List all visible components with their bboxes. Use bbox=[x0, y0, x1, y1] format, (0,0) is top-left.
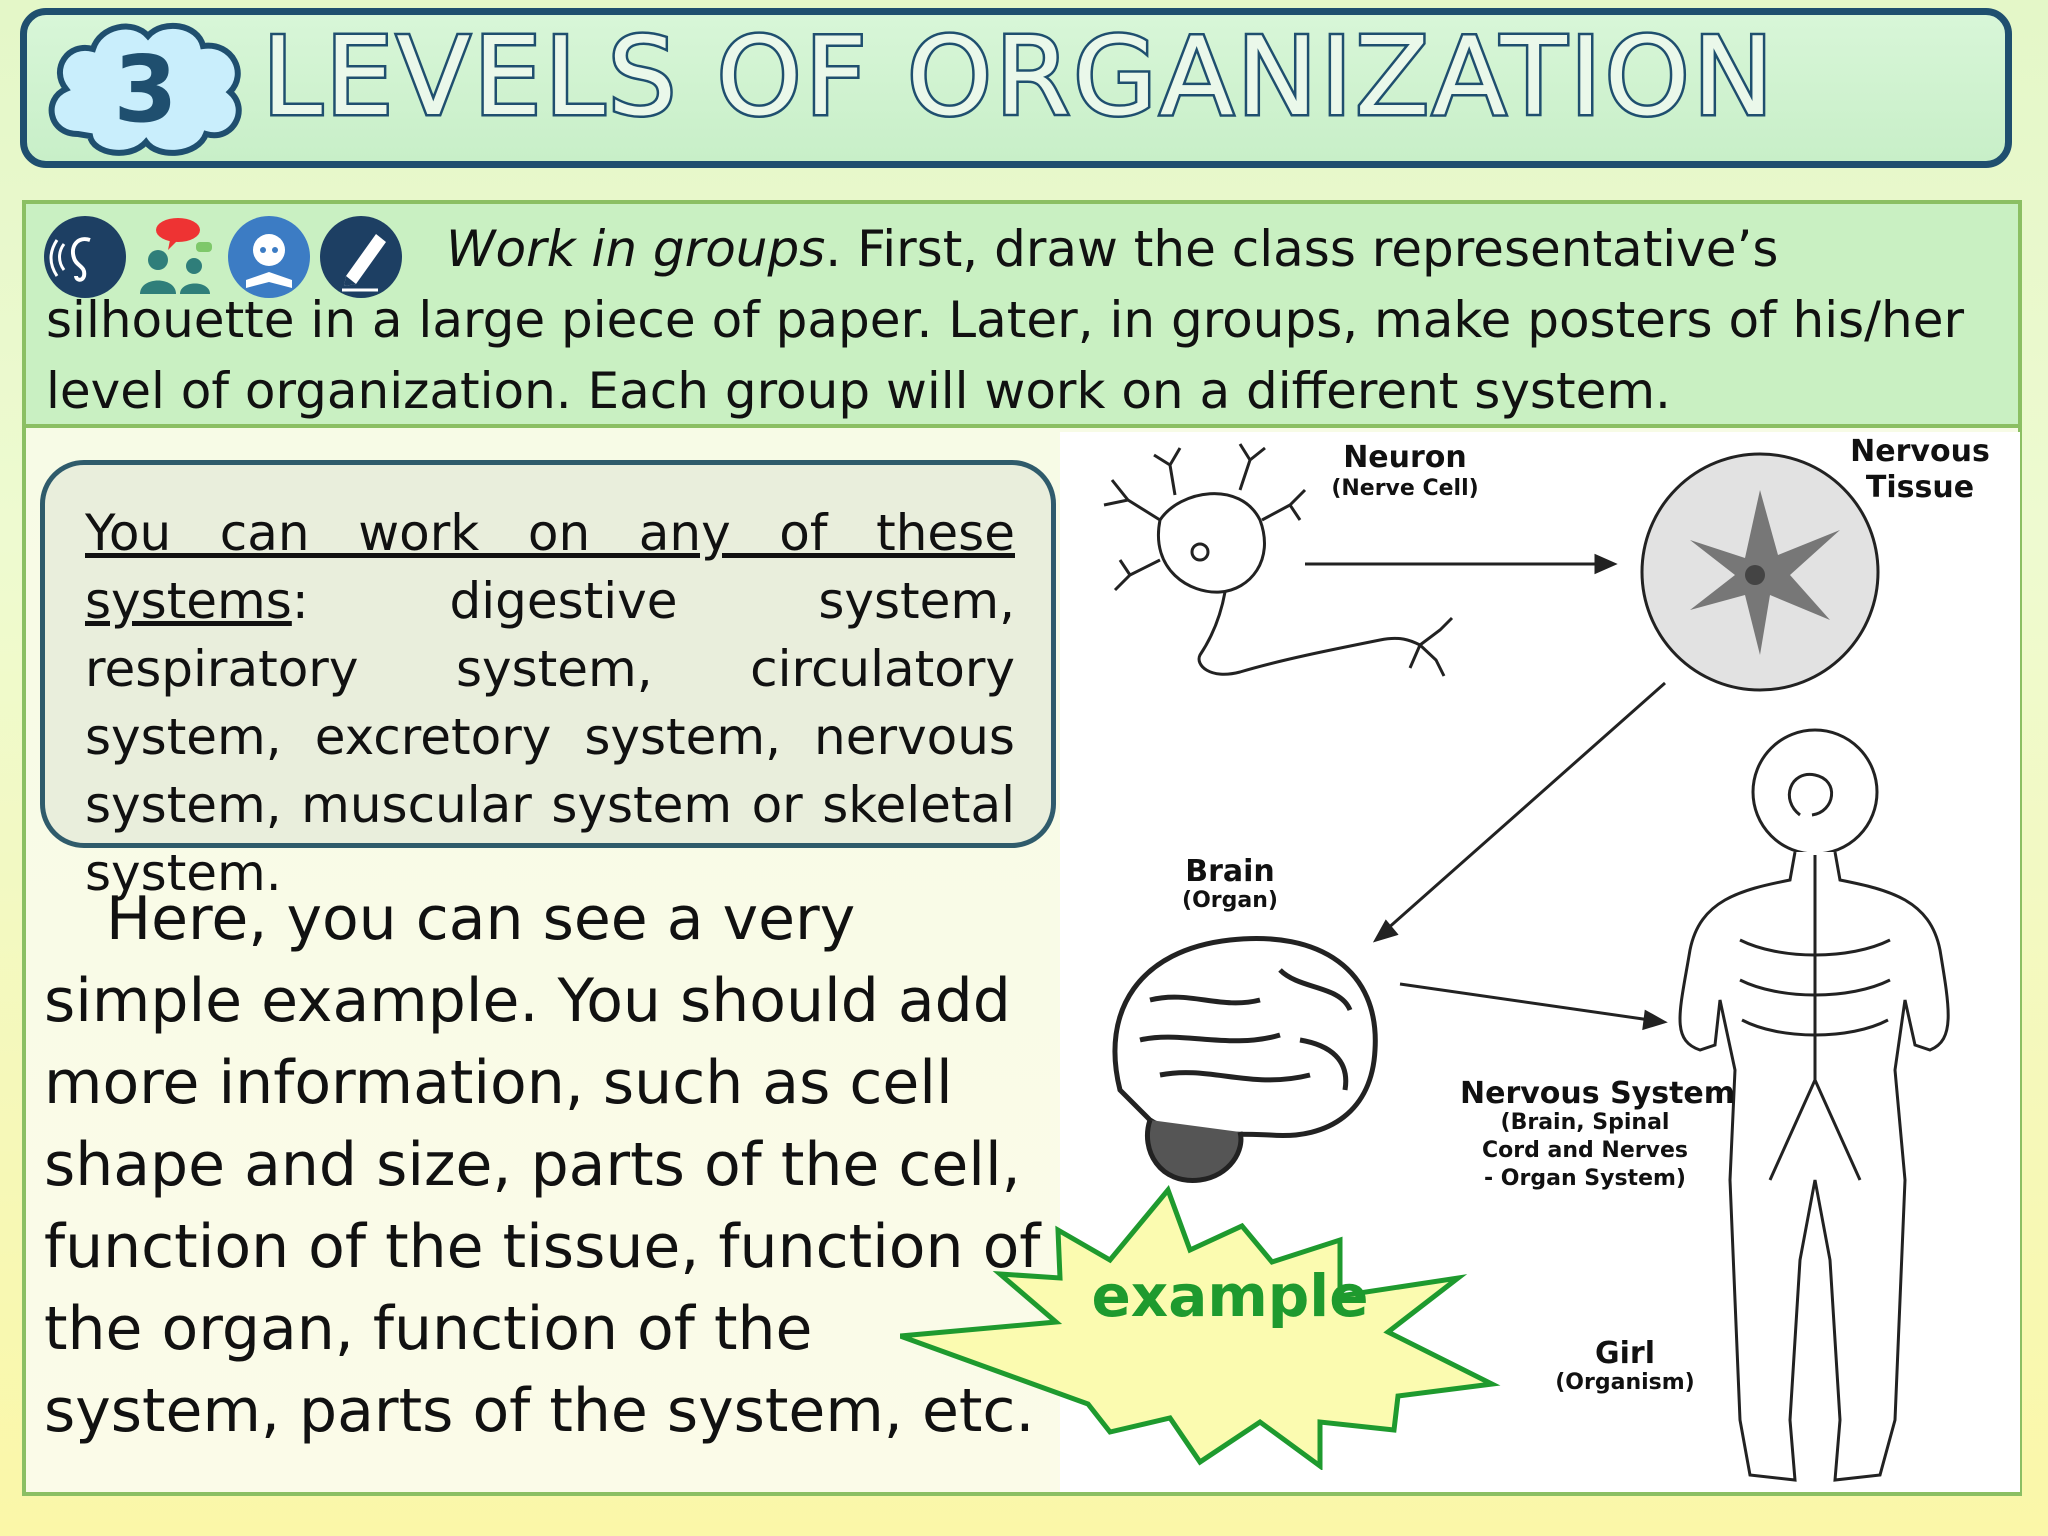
system-sublabel-2: Cord and Nerves bbox=[1482, 1138, 1688, 1163]
tissue-label: Nervous bbox=[1850, 434, 1990, 469]
reading-icon bbox=[228, 216, 310, 298]
girl-sublabel: (Organism) bbox=[1555, 1370, 1695, 1395]
example-burst-icon bbox=[900, 1185, 1501, 1470]
brain-sublabel: (Organ) bbox=[1182, 888, 1278, 913]
writing-icon bbox=[320, 216, 402, 298]
page-title: LEVELS OF ORGANIZATION bbox=[259, 15, 1777, 140]
instruction-text: Work in groups. First, draw the class re… bbox=[46, 214, 2006, 427]
neuron-sublabel: (Nerve Cell) bbox=[1331, 476, 1479, 501]
example-paragraph: Here, you can see a very simple example.… bbox=[44, 878, 1044, 1452]
system-sublabel-3: - Organ System) bbox=[1484, 1166, 1686, 1191]
title-banner bbox=[20, 8, 2012, 168]
speaking-icon bbox=[140, 218, 212, 294]
section-number: 3 bbox=[113, 35, 178, 143]
neuron-label: Neuron bbox=[1343, 440, 1467, 475]
instruction-lead: Work in groups bbox=[446, 220, 826, 278]
girl-label: Girl bbox=[1595, 1336, 1655, 1371]
systems-heading: You can work on any of these systems bbox=[85, 504, 1015, 630]
example-paragraph-text: Here, you can see a very simple example.… bbox=[44, 884, 1041, 1446]
tissue-label-2: Tissue bbox=[1865, 470, 1975, 505]
skill-icons bbox=[42, 212, 404, 302]
brain-drawing bbox=[1112, 936, 1378, 1183]
instruction-box: Work in groups. First, draw the class re… bbox=[22, 200, 2022, 428]
neuron-drawing bbox=[1103, 443, 1454, 677]
cloud-badge-icon bbox=[48, 22, 242, 156]
systems-list: : digestive system, respiratory system, … bbox=[85, 572, 1015, 902]
nervous-tissue-drawing bbox=[1640, 452, 1880, 692]
listening-icon bbox=[44, 216, 126, 298]
girl-drawing bbox=[1678, 728, 1950, 1482]
systems-text: You can work on any of these systems: di… bbox=[85, 499, 1015, 907]
instruction-body: . First, draw the class representative’s… bbox=[46, 220, 1965, 420]
example-label: example bbox=[1091, 1262, 1369, 1330]
system-sublabel-1: (Brain, Spinal bbox=[1500, 1110, 1670, 1135]
brain-label: Brain bbox=[1185, 854, 1275, 889]
system-label: Nervous System bbox=[1460, 1076, 1736, 1111]
systems-box: You can work on any of these systems: di… bbox=[40, 460, 1056, 902]
